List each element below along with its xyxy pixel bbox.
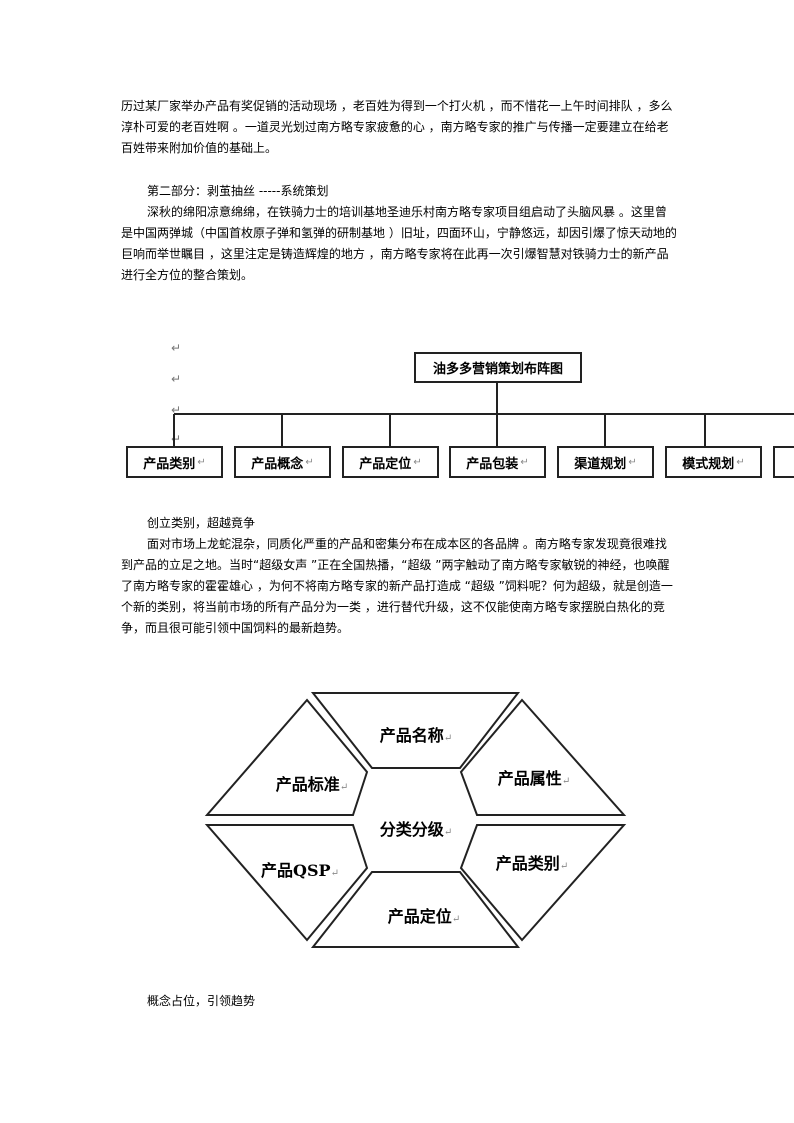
- hex-label-center: 分类分级↵: [380, 820, 452, 839]
- return-mark: ↵: [197, 456, 206, 468]
- org-chart-item-channel-planning: 渠道规划↵: [557, 446, 654, 478]
- org-chart-item-label: 产品定位: [359, 456, 412, 472]
- return-mark-3: ↵: [171, 403, 182, 417]
- hex-label-lower-left: 产品QSP↵: [261, 861, 339, 880]
- org-chart-item-product-concept: 产品概念↵: [234, 446, 331, 478]
- org-chart-item-model-planning: 模式规划↵: [665, 446, 762, 478]
- org-chart-item-label: 产品类别: [143, 456, 196, 472]
- paragraph-brainstorm: 深秋的绵阳凉意绵绵，在铁骑力士的培训基地圣迪乐村南方略专家项目组启动了头脑风暴 …: [121, 205, 677, 282]
- hex-label-upper-right: 产品属性↵: [498, 769, 570, 788]
- return-mark: ↵: [628, 456, 637, 468]
- hex-piece-top: [310, 692, 521, 769]
- org-chart-title-box: 油多多营销策划布阵图: [414, 352, 582, 383]
- return-mark: ↵: [305, 456, 314, 468]
- org-chart-item-product-category: 产品类别↵: [126, 446, 223, 478]
- hex-piece-lower-right: [459, 824, 627, 942]
- return-mark-1: ↵: [171, 341, 182, 355]
- paragraph-intro: 历过某厂家举办产品有奖促销的活动现场 ，老百姓为得到一个打火机 ，而不惜花一上午…: [121, 99, 673, 155]
- section-heading-part-two: 第二部分：剥茧抽丝 -----系统策划: [147, 184, 329, 198]
- return-mark-2: ↵: [171, 372, 182, 386]
- return-mark: ↵: [520, 456, 529, 468]
- org-chart-item-label: 产品包装: [466, 456, 519, 472]
- return-mark: ↵: [413, 456, 422, 468]
- section-heading-create-category: 创立类别，超越竟争: [147, 516, 256, 530]
- org-chart-title: 油多多营销策划布阵图: [432, 362, 563, 377]
- return-mark-4: ↵: [171, 432, 182, 446]
- org-chart-item-product-packaging: 产品包装↵: [449, 446, 546, 478]
- hex-piece-bottom: [310, 871, 521, 948]
- org-chart-item-label: 渠道规划: [574, 456, 627, 472]
- hex-label-bottom: 产品定位↵: [388, 907, 460, 926]
- hex-piece-upper-right: [459, 698, 627, 816]
- hex-label-upper-left: 产品标准↵: [276, 775, 348, 794]
- org-chart-item-cutoff: [773, 446, 794, 478]
- hex-piece-lower-left: [204, 824, 369, 942]
- org-chart-item-product-positioning: 产品定位↵: [342, 446, 439, 478]
- hex-piece-upper-left: [204, 698, 369, 816]
- paragraph-super-category: 面对市场上龙蛇混杂，同质化严重的产品和密集分布在成本区的各品牌 。南方略专家发现…: [121, 537, 673, 635]
- hex-label-lower-right: 产品类别↵: [496, 854, 568, 873]
- org-chart-item-label: 产品概念: [251, 456, 304, 472]
- org-chart-item-label: 模式规划: [682, 456, 735, 472]
- return-mark: ↵: [736, 456, 745, 468]
- section-heading-concept: 概念占位，引领趋势: [147, 994, 256, 1008]
- hex-label-top: 产品名称↵: [380, 726, 452, 745]
